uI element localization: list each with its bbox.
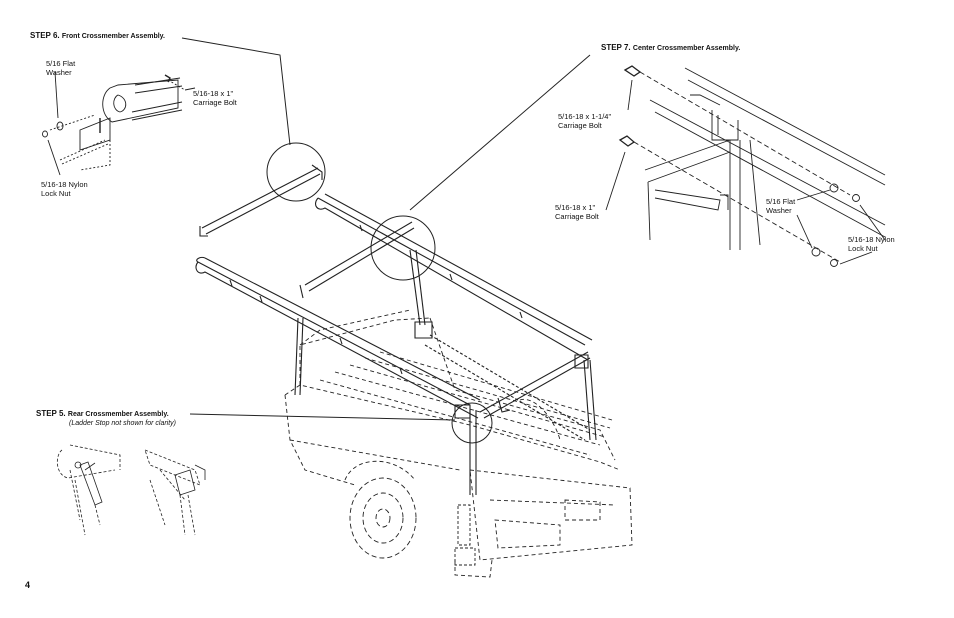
step6-detail-circle bbox=[266, 142, 326, 202]
step6-detail-drawing bbox=[42, 71, 196, 176]
step7-washer-callout: 5/16 Flat Washer bbox=[766, 197, 795, 215]
step5-detail-circle bbox=[451, 402, 493, 444]
tail-light bbox=[454, 504, 476, 566]
step7-long-bolt-line2: Carriage Bolt bbox=[558, 121, 602, 130]
step6-bolt-line1: 5/16-18 x 1" bbox=[193, 89, 234, 98]
step6-nut-line2: Lock Nut bbox=[41, 189, 71, 198]
step6-heading: STEP 6. Front Crossmember Assembly. bbox=[30, 31, 165, 40]
step6-title: Front Crossmember Assembly. bbox=[61, 33, 165, 40]
step7-short-bolt-callout: 5/16-18 x 1" Carriage Bolt bbox=[555, 203, 599, 221]
step6-label: STEP 6. bbox=[30, 31, 60, 40]
step7-nut-line1: 5/16-18 Nylon bbox=[848, 235, 895, 244]
step7-long-bolt-callout: 5/16-18 x 1-1/4" Carriage Bolt bbox=[558, 112, 611, 130]
step7-nut-callout: 5/16-18 Nylon Lock Nut bbox=[848, 235, 895, 253]
step6-washer-line1: 5/16 Flat bbox=[46, 59, 76, 68]
step7-detail-circle bbox=[370, 215, 436, 281]
truck-bed-outline bbox=[284, 309, 633, 578]
step7-short-bolt-line2: Carriage Bolt bbox=[555, 212, 599, 221]
step6-washer-line2: Washer bbox=[46, 68, 72, 77]
step6-bolt-callout: 5/16-18 x 1" Carriage Bolt bbox=[193, 89, 237, 107]
truck-wheel bbox=[349, 477, 417, 559]
step5-note: (Ladder Stop not shown for clarity) bbox=[69, 420, 176, 427]
step6-nut-line1: 5/16-18 Nylon bbox=[41, 180, 88, 189]
step5-title: Rear Crossmember Assembly. bbox=[67, 411, 169, 418]
step7-washer-line2: Washer bbox=[766, 206, 792, 215]
step5-label: STEP 5. bbox=[36, 409, 66, 418]
step6-washer-callout: 5/16 Flat Washer bbox=[46, 59, 75, 77]
step7-washer-line1: 5/16 Flat bbox=[766, 197, 796, 206]
step7-leader bbox=[409, 54, 591, 211]
step7-title: Center Crossmember Assembly. bbox=[632, 45, 741, 52]
step6-leader bbox=[181, 37, 291, 146]
step6-bolt-line2: Carriage Bolt bbox=[193, 98, 237, 107]
step7-label: STEP 7. bbox=[601, 43, 631, 52]
step6-nut-callout: 5/16-18 Nylon Lock Nut bbox=[41, 180, 88, 198]
ladder-rack bbox=[195, 164, 597, 495]
step5-detail-drawing bbox=[56, 444, 206, 536]
step7-short-bolt-line1: 5/16-18 x 1" bbox=[555, 203, 596, 212]
step7-detail-drawing bbox=[605, 65, 886, 267]
page-number: 4 bbox=[25, 580, 31, 590]
step7-heading: STEP 7. Center Crossmember Assembly. bbox=[601, 43, 740, 52]
step5-heading: STEP 5. Rear Crossmember Assembly. bbox=[36, 409, 169, 418]
step7-long-bolt-line1: 5/16-18 x 1-1/4" bbox=[558, 112, 612, 121]
step7-nut-line2: Lock Nut bbox=[848, 244, 878, 253]
step5-leader bbox=[189, 413, 456, 421]
